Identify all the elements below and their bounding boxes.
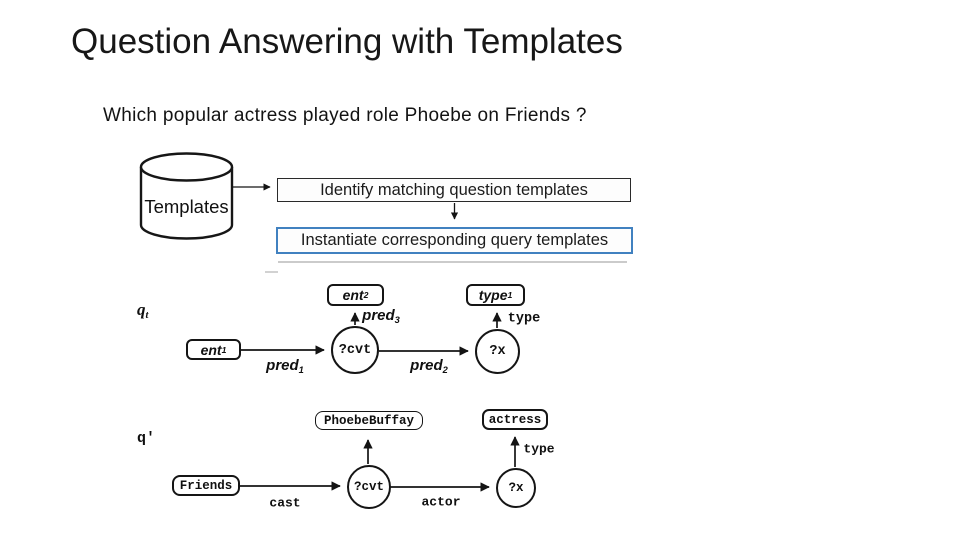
edge-label-pred3: pred3 [362, 307, 400, 325]
edge-label-type-template: type [507, 311, 541, 327]
node-friends: Friends [172, 475, 240, 496]
edge-label-pred1: pred1 [266, 357, 304, 375]
edge-pred2-base: pred [410, 357, 443, 375]
node-type1-sub: 1 [507, 290, 513, 300]
node-ent1-sub: 1 [221, 344, 227, 355]
node-phoebe-buffay: PhoebeBuffay [315, 411, 423, 430]
step2-shadow-dash [265, 271, 278, 273]
edge-label-actor: actor [421, 494, 461, 510]
node-actress: actress [482, 409, 548, 430]
edge-pred1-base: pred [266, 357, 299, 375]
template-graph-label: qt [137, 300, 148, 321]
edge-pred3-base: pred [362, 307, 395, 325]
edge-pred2-sub: 2 [442, 364, 448, 375]
node-type1-label: type [478, 287, 508, 303]
step2-shadow-line [278, 261, 627, 263]
node-cvt-instance: ?cvt [347, 465, 391, 509]
edge-label-type-instance: type [523, 441, 555, 457]
flow-step-identify: Identify matching question templates [277, 178, 631, 202]
question-text: Which popular actress played role Phoebe… [103, 105, 587, 126]
node-x-template: ?x [475, 329, 520, 374]
edge-label-cast: cast [269, 495, 301, 511]
templates-database-icon [139, 152, 234, 240]
node-ent2-label: ent [342, 287, 364, 303]
node-cvt-template: ?cvt [331, 326, 379, 374]
node-ent1-label: ent [200, 341, 222, 358]
flow-step-instantiate: Instantiate corresponding query template… [276, 227, 633, 254]
edge-label-pred2: pred2 [410, 357, 448, 375]
node-ent2-sub: 2 [363, 290, 369, 300]
edge-pred1-sub: 1 [298, 364, 304, 375]
instance-graph-label: q' [137, 430, 156, 447]
slide-title: Question Answering with Templates [71, 22, 623, 61]
node-x-instance: ?x [496, 468, 536, 508]
template-graph-label-sub: t [145, 309, 149, 321]
templates-db-label: Templates [144, 196, 229, 217]
edge-pred3-sub: 3 [394, 314, 400, 325]
template-graph-label-base: q [137, 300, 146, 319]
